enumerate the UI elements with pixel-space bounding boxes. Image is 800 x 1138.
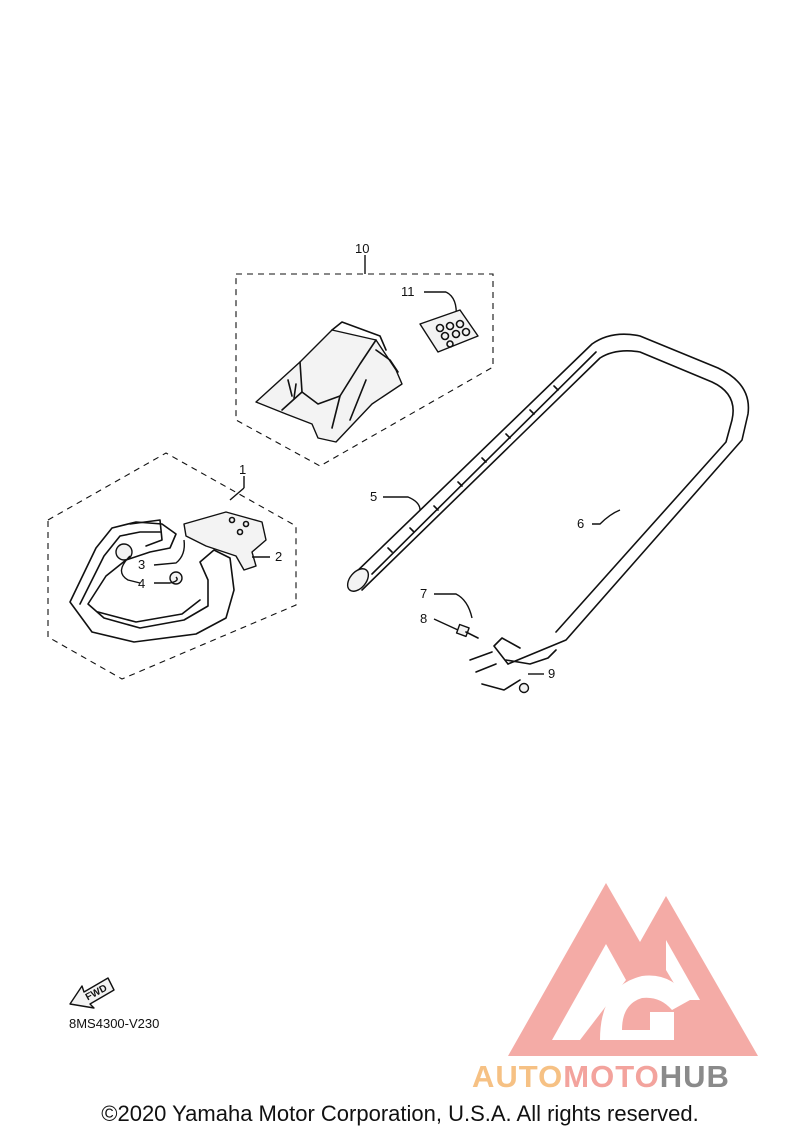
- storage-bin-group: 10 11: [235, 241, 494, 467]
- storage-bin: [255, 321, 403, 443]
- fwd-arrow-icon: FWD: [69, 977, 115, 1009]
- nut: [518, 682, 530, 694]
- automotohub-logo: [508, 883, 758, 1056]
- callout-5[interactable]: 5: [370, 489, 377, 504]
- kit-boundary-10: [235, 273, 494, 467]
- rail-group: 5 6 7 8 9: [346, 333, 750, 694]
- brand-part-auto: AUTO: [472, 1059, 564, 1094]
- brand-wordmark: AUTOMOTOHUB: [472, 1059, 730, 1095]
- callout-8[interactable]: 8: [420, 611, 427, 626]
- copyright-notice: ©2020 Yamaha Motor Corporation, U.S.A. A…: [101, 1101, 699, 1126]
- callout-2[interactable]: 2: [275, 549, 282, 564]
- bracket: [129, 511, 267, 571]
- bumper-group: 1 2 3 4: [47, 452, 297, 680]
- callout-4[interactable]: 4: [138, 576, 145, 591]
- callout-9[interactable]: 9: [548, 666, 555, 681]
- rail: [346, 333, 750, 691]
- callout-3[interactable]: 3: [138, 557, 145, 572]
- callout-7[interactable]: 7: [420, 586, 427, 601]
- grommet-3-part: [115, 543, 133, 561]
- brand-part-hub: HUB: [659, 1059, 730, 1094]
- brand-part-moto: MOTO: [563, 1059, 660, 1094]
- diagram-code: 8MS4300-V230: [69, 1016, 160, 1031]
- callout-6[interactable]: 6: [577, 516, 584, 531]
- fastener-kit: [419, 309, 479, 353]
- callout-1[interactable]: 1: [239, 462, 246, 477]
- kit-boundary-1: [47, 452, 297, 680]
- bolt: [455, 623, 479, 639]
- callout-11[interactable]: 11: [401, 284, 415, 299]
- callout-10[interactable]: 10: [355, 241, 369, 256]
